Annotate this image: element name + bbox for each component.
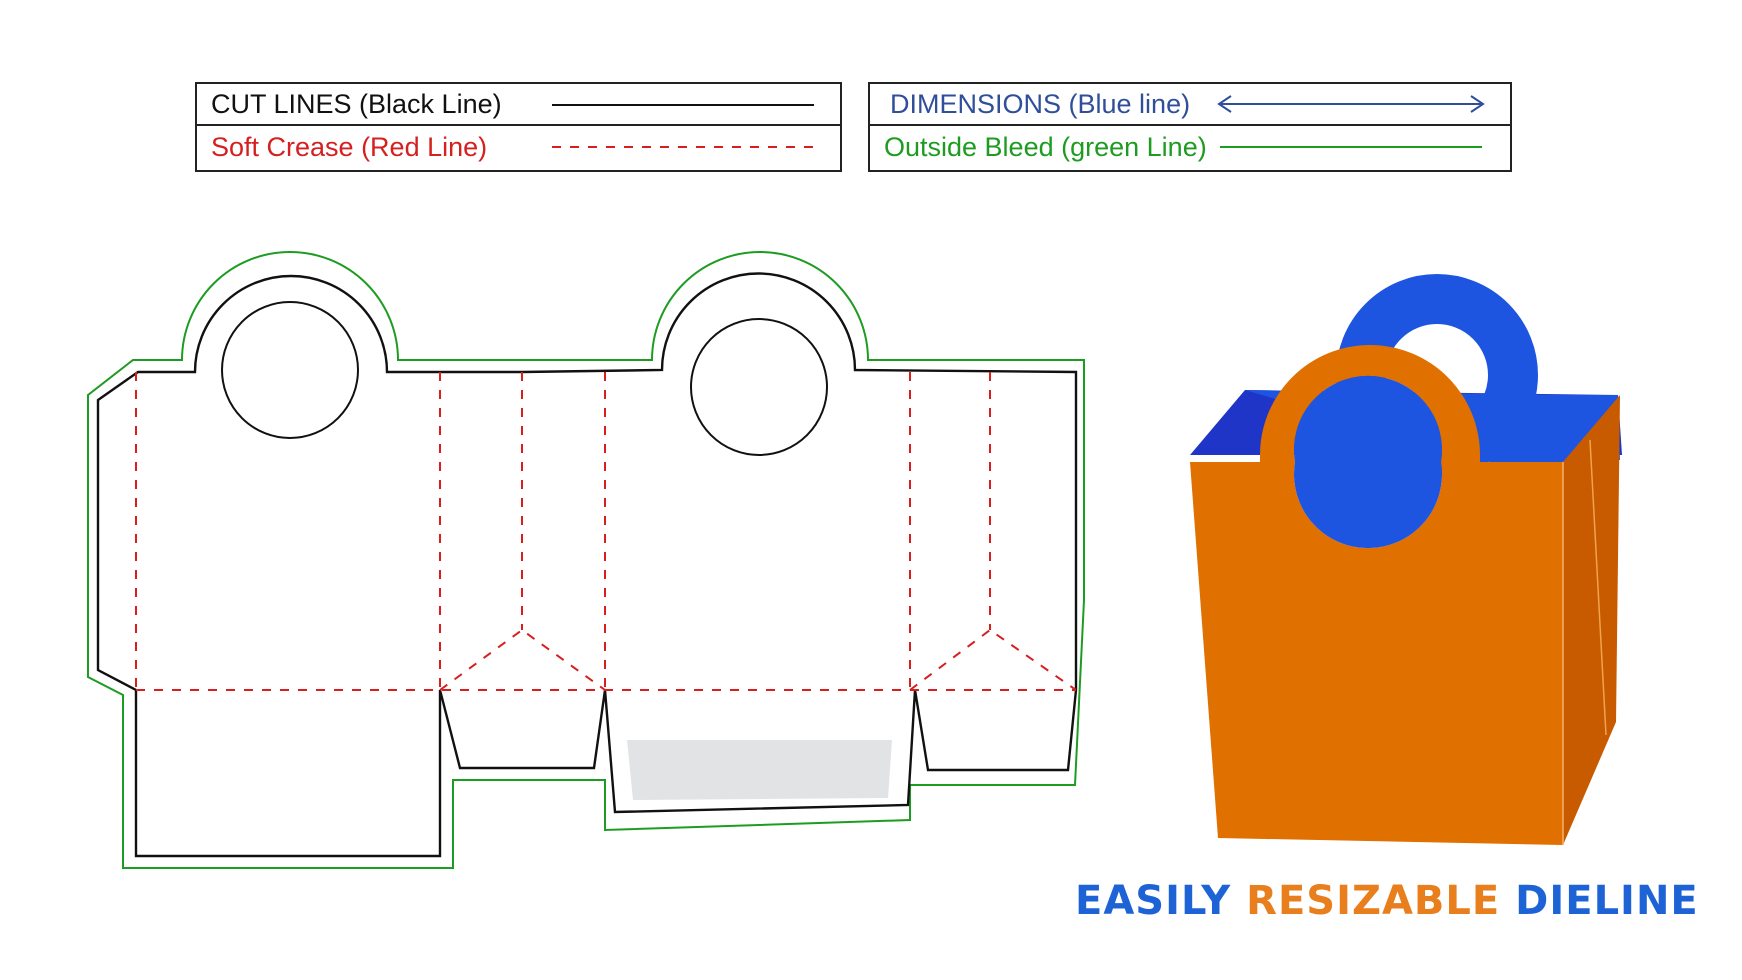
handle-hole-right xyxy=(690,318,828,456)
footer-word-easily: EASILY xyxy=(1075,878,1232,924)
footer-title: EASILY RESIZABLE DIELINE xyxy=(1075,878,1699,924)
outside-bleed-outline xyxy=(87,251,1085,869)
legend-label-outside-bleed: Outside Bleed (green Line) xyxy=(884,131,1207,162)
legend-sample-dashed-line xyxy=(552,146,814,148)
legend-sample-arrow-line xyxy=(1217,95,1485,113)
legend-sample-green-line xyxy=(1220,146,1482,148)
legend-row-dimensions: DIMENSIONS (Blue line) xyxy=(870,84,1510,126)
legend-label-dimensions: DIMENSIONS (Blue line) xyxy=(890,88,1191,119)
handle-hole-left xyxy=(221,301,359,439)
legend-label-cut-lines: CUT LINES (Black Line) xyxy=(211,88,502,119)
footer-word-resizable: RESIZABLE xyxy=(1246,878,1501,924)
legend-box-left: CUT LINES (Black Line) Soft Crease (Red … xyxy=(195,82,842,172)
soft-crease-lines xyxy=(135,372,1077,691)
glue-area xyxy=(627,740,892,800)
bag-3d-illustration xyxy=(1190,274,1622,845)
bag-side-fold xyxy=(1589,439,1607,736)
legend-sample-solid-line xyxy=(552,104,814,106)
legend-row-cut-lines: CUT LINES (Black Line) xyxy=(197,84,840,126)
bag-front-panel xyxy=(1190,345,1563,845)
legend-row-soft-crease: Soft Crease (Red Line) xyxy=(197,126,840,168)
legend-box-right: DIMENSIONS (Blue line) Outside Bleed (gr… xyxy=(868,82,1512,172)
cut-line-outline xyxy=(96,272,1078,858)
legend-label-soft-crease: Soft Crease (Red Line) xyxy=(211,131,488,162)
legend-row-outside-bleed: Outside Bleed (green Line) xyxy=(870,126,1510,168)
bag-handle-cutout xyxy=(1294,375,1442,549)
footer-word-dieline: DIELINE xyxy=(1515,878,1699,924)
